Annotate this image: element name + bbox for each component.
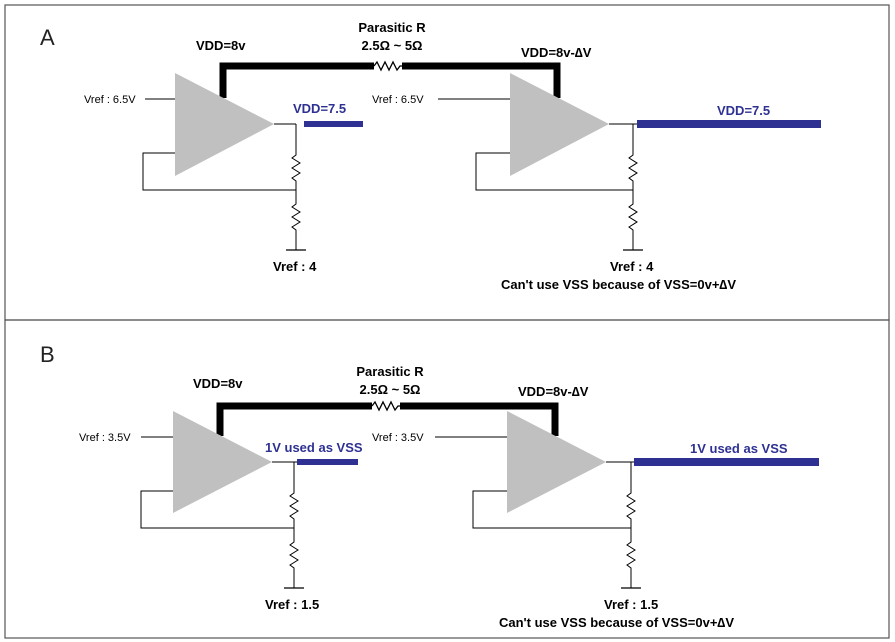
panel-b-left-vref-in: Vref : 3.5V (79, 432, 131, 444)
panel-b-parasitic-title: Parasitic R (356, 364, 424, 379)
panel-b-left-feedback (140, 490, 294, 529)
panel-b-right-out-label: 1V used as VSS (690, 441, 788, 456)
panel-b-right-vdd: VDD=8v-∆V (518, 384, 589, 399)
panel-b-parasitic-value: 2.5Ω ~ 5Ω (360, 382, 421, 397)
panel-b-right-vref-in: Vref : 3.5V (372, 432, 424, 444)
panel-a-right-resistor-divider (628, 124, 638, 250)
panel-b-left-circuit: VDD=8v Vref : 3.5V 1V used as VSS Vref :… (79, 376, 363, 612)
panel-a-right-circuit: VDD=8v-∆V Vref : 6.5V VDD=7.5 Vref : 4 C… (372, 45, 821, 292)
panel-b-left-vdd: VDD=8v (193, 376, 243, 391)
panel-a-left-vref-bottom: Vref : 4 (273, 259, 317, 274)
panel-b-letter: B (40, 342, 55, 367)
panel-a-vdd-bus (219, 60, 561, 98)
panel-a-right-output-bus (637, 120, 821, 128)
panel-b-right-vref-bottom: Vref : 1.5 (604, 597, 658, 612)
panel-b-left-opamp (173, 411, 272, 513)
panel-a-right-vref-bottom: Vref : 4 (610, 259, 654, 274)
panel-b: B Parasitic R 2.5Ω ~ 5Ω VDD=8v Vref : 3.… (40, 342, 819, 630)
panel-a-right-note: Can't use VSS because of VSS=0v+∆V (501, 277, 736, 292)
panel-a-left-vdd: VDD=8v (196, 38, 246, 53)
panel-b-right-output-bus (634, 458, 819, 466)
panel-a-left-feedback (142, 152, 296, 191)
panel-b-parasitic-resistor (371, 400, 400, 412)
panel-a-right-opamp (510, 73, 609, 176)
panel-b-left-out-label: 1V used as VSS (265, 440, 363, 455)
panel-a-right-vref-in: Vref : 6.5V (372, 94, 424, 106)
panel-a-right-out-label: VDD=7.5 (717, 103, 770, 118)
panel-a-letter: A (40, 25, 55, 50)
panel-b-left-resistor-divider (289, 462, 299, 588)
panel-a-frame (4, 4, 890, 321)
panel-b-frame (4, 319, 890, 639)
panel-a-left-circuit: VDD=8v Vref : 6.5V VDD=7.5 Vref : 4 (84, 38, 363, 274)
panel-a-parasitic-resistor (373, 60, 402, 72)
panel-a-right-feedback (475, 152, 633, 191)
panel-b-left-output-bus (297, 459, 358, 465)
panel-a-left-out-label: VDD=7.5 (293, 101, 346, 116)
panel-a-left-output-bus (304, 121, 363, 127)
panel-b-right-circuit: VDD=8v-∆V Vref : 3.5V 1V used as VSS Vre… (372, 384, 819, 630)
panel-b-right-opamp (507, 411, 606, 513)
panel-a-left-opamp (175, 73, 274, 176)
panel-a: A Parasitic R 2.5Ω ~ 5Ω VDD=8v Vref : 6.… (40, 20, 821, 292)
panel-b-left-vref-bottom: Vref : 1.5 (265, 597, 319, 612)
panel-a-parasitic-value: 2.5Ω ~ 5Ω (362, 38, 423, 53)
panel-a-right-vdd: VDD=8v-∆V (521, 45, 592, 60)
panel-b-right-note: Can't use VSS because of VSS=0v+∆V (499, 615, 734, 630)
panel-a-parasitic-title: Parasitic R (358, 20, 426, 35)
panel-b-right-feedback (472, 490, 631, 529)
panel-a-left-vref-in: Vref : 6.5V (84, 94, 136, 106)
panel-b-right-resistor-divider (626, 462, 636, 588)
panel-b-vdd-bus (216, 400, 559, 436)
panel-a-left-resistor-divider (291, 124, 301, 250)
